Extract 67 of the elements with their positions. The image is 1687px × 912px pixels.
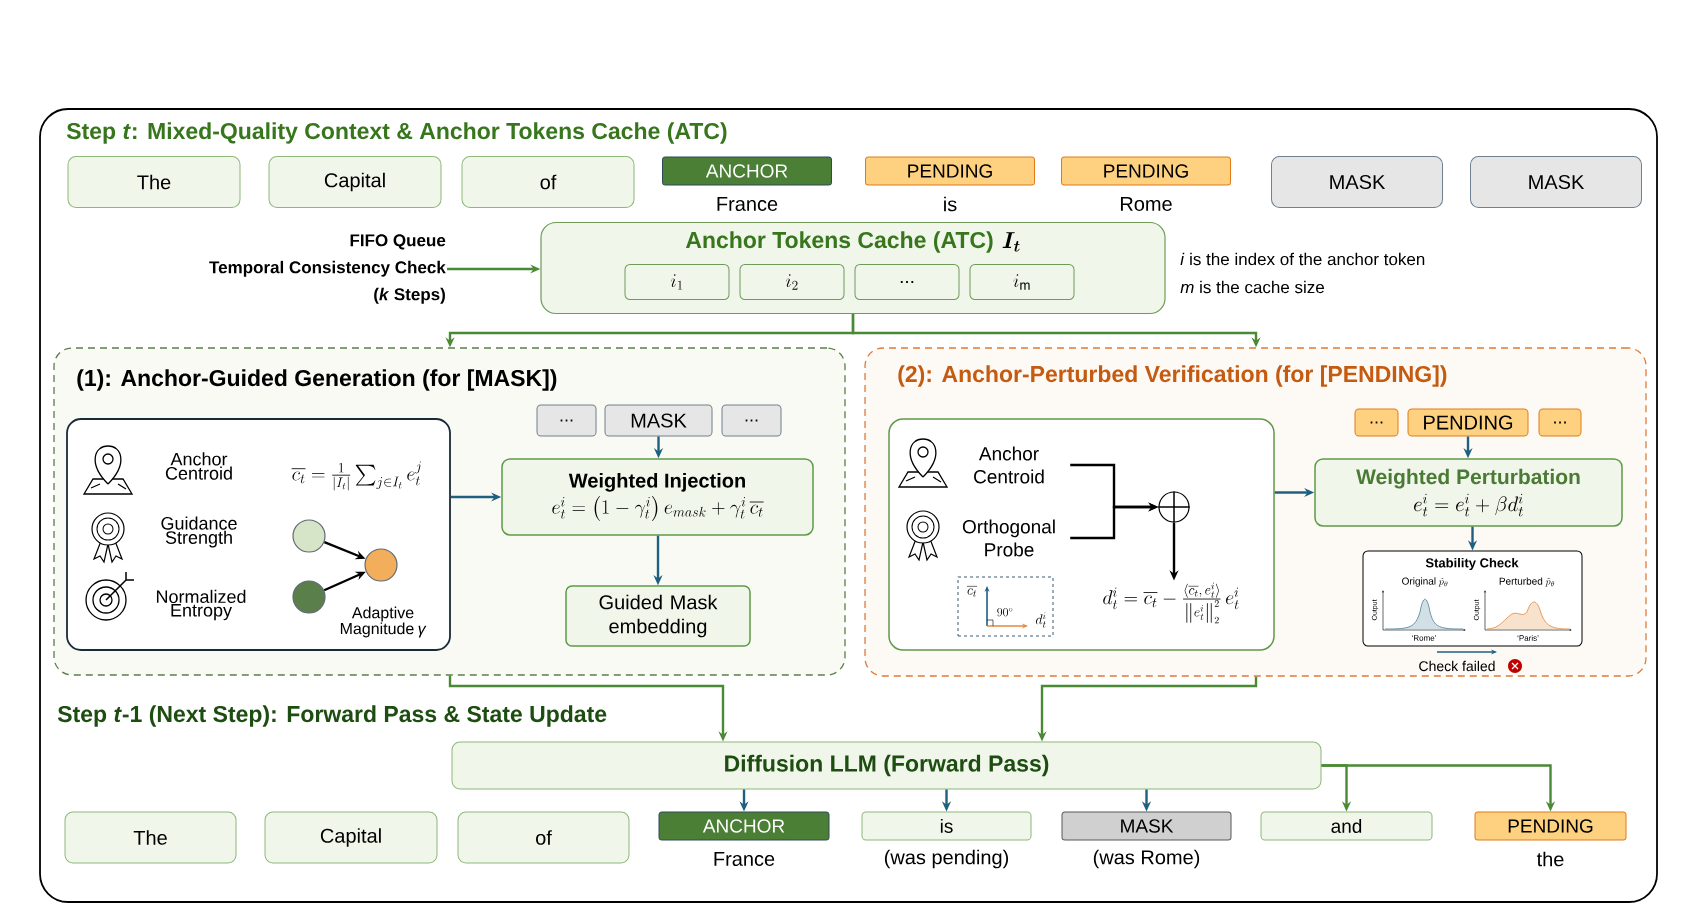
token-box: Capital <box>264 811 438 864</box>
icon-caption: Orthogonal Probe <box>962 519 1055 557</box>
token-caption: France <box>714 852 775 866</box>
status-text: Check failed <box>1419 660 1495 672</box>
token-caption: is <box>944 196 957 212</box>
icon-caption: Anchor Centroid <box>974 446 1044 484</box>
mask-token: MASK <box>604 404 713 437</box>
output-box: Guided Mask embedding <box>565 585 751 647</box>
token-box: Capital <box>268 156 442 208</box>
circle-marker <box>364 548 398 582</box>
token-caption: the <box>1536 851 1564 867</box>
icon-caption: Guidance Strength <box>161 516 237 548</box>
token-box: The <box>67 156 241 208</box>
panel-box <box>888 418 1275 651</box>
pending-token: PENDING <box>1474 811 1627 841</box>
mask-token: MASK <box>1271 156 1443 208</box>
ellipsis-token: ... <box>536 404 597 437</box>
anchor-token: ANCHOR <box>662 156 832 186</box>
heading: Step t: Mixed-Quality Context & Anchor Tokens Cache (ATC) <box>66 122 727 144</box>
token-box: is <box>861 811 1032 841</box>
icon-caption: Anchor Centroid <box>165 452 232 480</box>
ellipsis-token: ... <box>1354 408 1399 437</box>
box-heading: Anchor Tokens Cache (ATC) $\boldsymbol{I_t}$ <box>685 231 1020 253</box>
cache-slot: $i_{\mathrm{m}}$ <box>969 264 1075 300</box>
annotation-text: FIFO Queue Temporal Consistency Check (k Steps) <box>209 234 446 304</box>
token-box: and <box>1260 811 1433 841</box>
token-caption: (was pending) <box>884 849 1009 869</box>
circle-caption: Adaptive Magnitude γ <box>340 606 427 638</box>
axis-label: ‘Rome’ <box>1412 635 1436 641</box>
process-box: Weighted Injection $e_t^i=\left(1-\gamma_t^i\right)e_{mask}+\gamma_t^i\,\overline{c_t}$ <box>501 458 814 536</box>
cache-slot: ... <box>854 264 960 300</box>
panel-title: (2): Anchor-Perturbed Verification (for [PENDING]) <box>898 365 1447 387</box>
pending-token: PENDING <box>1061 156 1231 186</box>
token-box: The <box>64 811 237 864</box>
ellipsis-token: ... <box>721 404 782 437</box>
axis-label: ‘Paris’ <box>1517 635 1539 641</box>
chart-title: Stability Check <box>1425 557 1519 571</box>
formula: $d_t^i=\overline{c_t}-\frac{\langle\overline{c_t},\,e_t^i\rangle}{\left\|e_t^i\right\|_2^2}\,e_t^i$ <box>1103 582 1239 624</box>
mask-token: MASK <box>1470 156 1642 208</box>
pending-token: PENDING <box>1407 408 1529 437</box>
angle-label: $90^{\circ}$ <box>997 608 1013 617</box>
panel-title: (1): Anchor-Guided Generation (for [MASK]) <box>77 369 557 391</box>
circle-marker <box>292 519 326 553</box>
token-caption: (was Rome) <box>1093 849 1200 869</box>
icon-caption: Normalized Entropy <box>156 589 246 621</box>
token-caption: Rome <box>1121 197 1172 211</box>
chart-label: $\mathrm{Perturbed}\ \tilde{p}_{\theta}$ <box>1499 577 1555 587</box>
ellipsis-token: ... <box>1538 408 1582 437</box>
axis-label: $\overline{c_t}$ <box>967 586 978 597</box>
process-box: Weighted Perturbation $e_t^i=e_t^i+\beta d_t^i$ <box>1314 458 1623 527</box>
note-text: m is the cache size <box>1180 280 1324 294</box>
cache-slot: $i_2$ <box>739 264 845 300</box>
token-caption: France <box>717 197 778 211</box>
note-text: i is the index of the anchor token <box>1180 252 1425 266</box>
circle-marker <box>292 580 326 614</box>
anchor-token: ANCHOR <box>658 811 830 841</box>
cache-slot: $i_1$ <box>624 264 730 300</box>
token-box: of <box>461 156 635 208</box>
mask-token: MASK <box>1061 811 1232 841</box>
token-box: of <box>457 811 630 864</box>
heading: Step t-1 (Next Step): Forward Pass & State Update <box>57 705 607 727</box>
model-box: Diffusion LLM (Forward Pass) <box>451 741 1322 790</box>
operator-circle <box>1157 490 1191 524</box>
formula: $\overline{c_t}=\frac{1}{|I_t|}\sum_{j\in I_t} e_t^j$ <box>291 461 421 491</box>
axis-label: $d_t^i$ <box>1035 612 1046 628</box>
chart-label: $\mathrm{Original}\ \tilde{p}_{\theta}$ <box>1402 577 1448 587</box>
pending-token: PENDING <box>865 156 1035 186</box>
